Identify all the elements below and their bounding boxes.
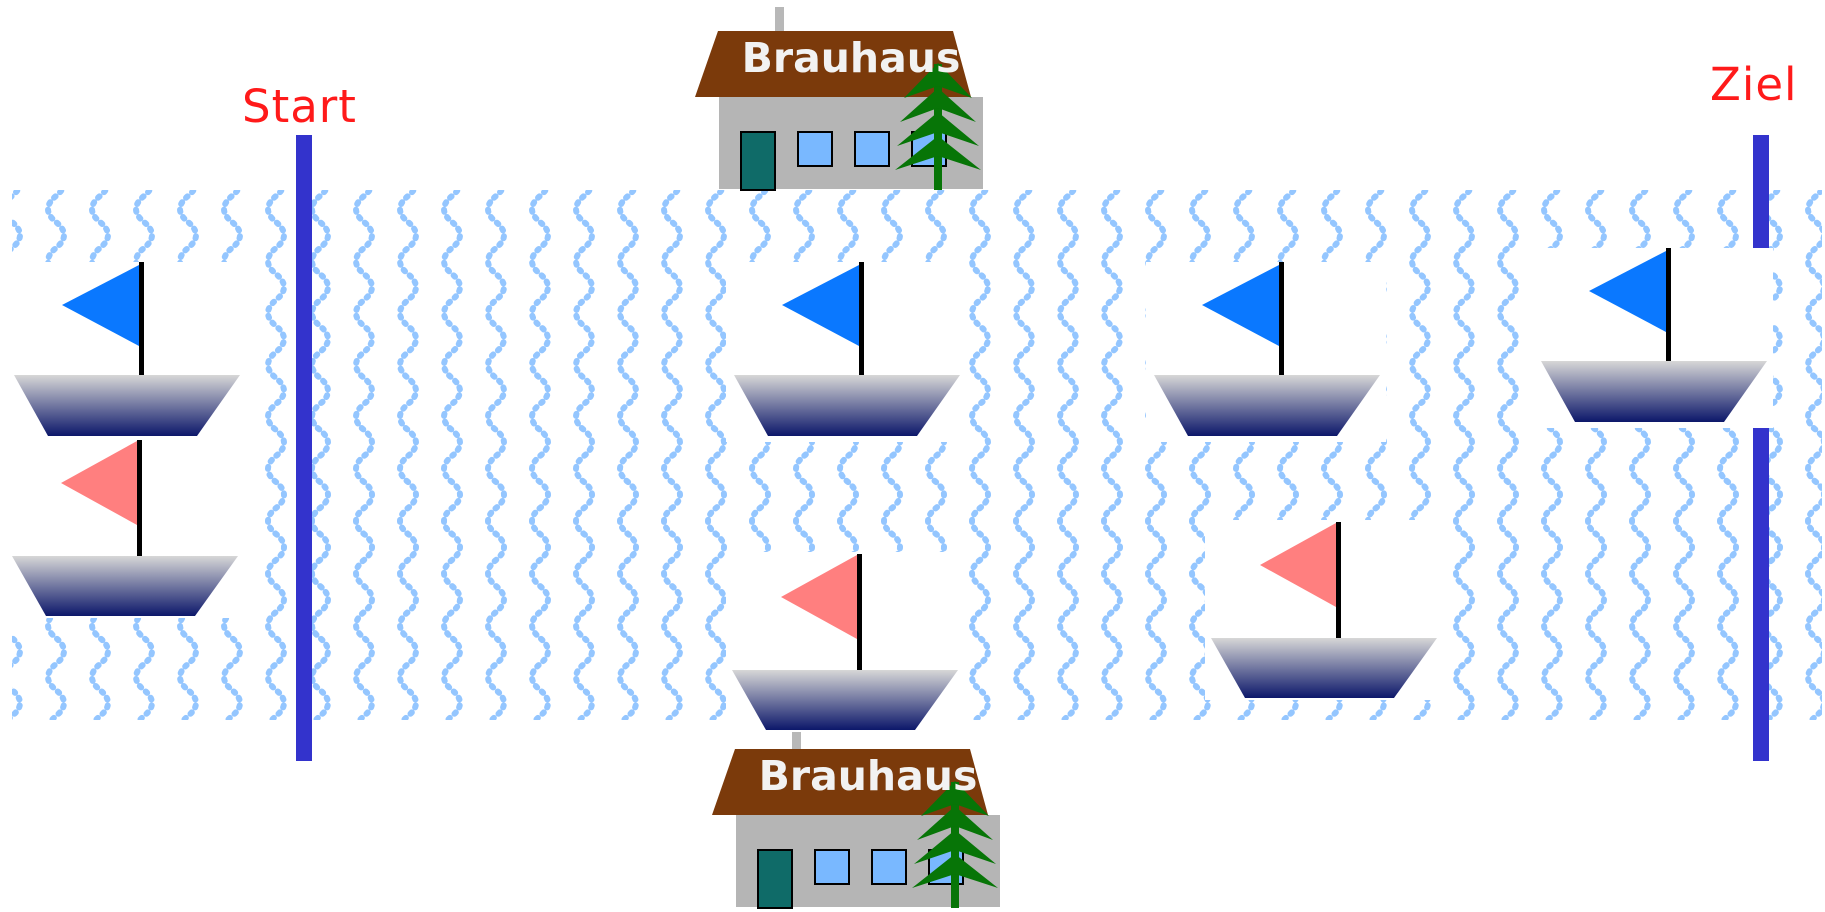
wave-line bbox=[1585, 190, 1607, 720]
red-sailboat bbox=[726, 552, 966, 732]
blue-sailboat-icon bbox=[734, 262, 960, 436]
wave-line bbox=[529, 190, 551, 720]
wave-line bbox=[265, 190, 287, 720]
blue-sailboat-icon bbox=[14, 262, 240, 436]
blue-sailboat-icon bbox=[1541, 248, 1767, 422]
wave-line bbox=[441, 190, 463, 720]
wave-line bbox=[1717, 190, 1739, 720]
wave-line bbox=[1057, 190, 1079, 720]
wave-line bbox=[1629, 190, 1651, 720]
wave-line bbox=[1189, 190, 1211, 720]
wave-line bbox=[969, 190, 991, 720]
blue-sailboat bbox=[726, 262, 966, 442]
wave-line bbox=[1453, 190, 1475, 720]
blue-sailboat bbox=[1533, 248, 1773, 428]
red-sailboat bbox=[6, 438, 246, 618]
wave-line bbox=[1805, 190, 1822, 720]
top-brauhaus: Brauhaus bbox=[695, 0, 1005, 230]
bottom-brauhaus: Brauhaus bbox=[712, 718, 1022, 912]
start-line bbox=[296, 135, 312, 761]
start-label: Start bbox=[242, 80, 357, 133]
blue-sailboat bbox=[6, 262, 246, 442]
brauhaus-building-icon bbox=[712, 725, 1000, 909]
wave-line bbox=[1541, 190, 1563, 720]
brauhaus-sign: Brauhaus bbox=[741, 34, 961, 82]
wave-line bbox=[1013, 190, 1035, 720]
wave-line bbox=[1497, 190, 1519, 720]
red-sailboat-icon bbox=[1211, 522, 1437, 698]
wave-line bbox=[573, 190, 595, 720]
wave-line bbox=[397, 190, 419, 720]
wave-line bbox=[485, 190, 507, 720]
finish-label: Ziel bbox=[1710, 58, 1798, 111]
red-sailboat-icon bbox=[12, 440, 238, 616]
wave-line bbox=[1673, 190, 1695, 720]
finish-line bbox=[1753, 135, 1769, 761]
red-sailboat bbox=[1205, 520, 1445, 700]
wave-line bbox=[353, 190, 375, 720]
brauhaus-sign: Brauhaus bbox=[758, 752, 978, 800]
blue-sailboat bbox=[1146, 262, 1386, 442]
wave-line bbox=[705, 190, 727, 720]
blue-sailboat-icon bbox=[1154, 262, 1380, 436]
wave-line bbox=[617, 190, 639, 720]
brauhaus-building-icon bbox=[695, 7, 983, 191]
wave-line bbox=[309, 190, 331, 720]
wave-line bbox=[661, 190, 683, 720]
wave-line bbox=[1145, 190, 1167, 720]
wave-line bbox=[1761, 190, 1783, 720]
wave-line bbox=[1101, 190, 1123, 720]
red-sailboat-icon bbox=[732, 554, 958, 730]
